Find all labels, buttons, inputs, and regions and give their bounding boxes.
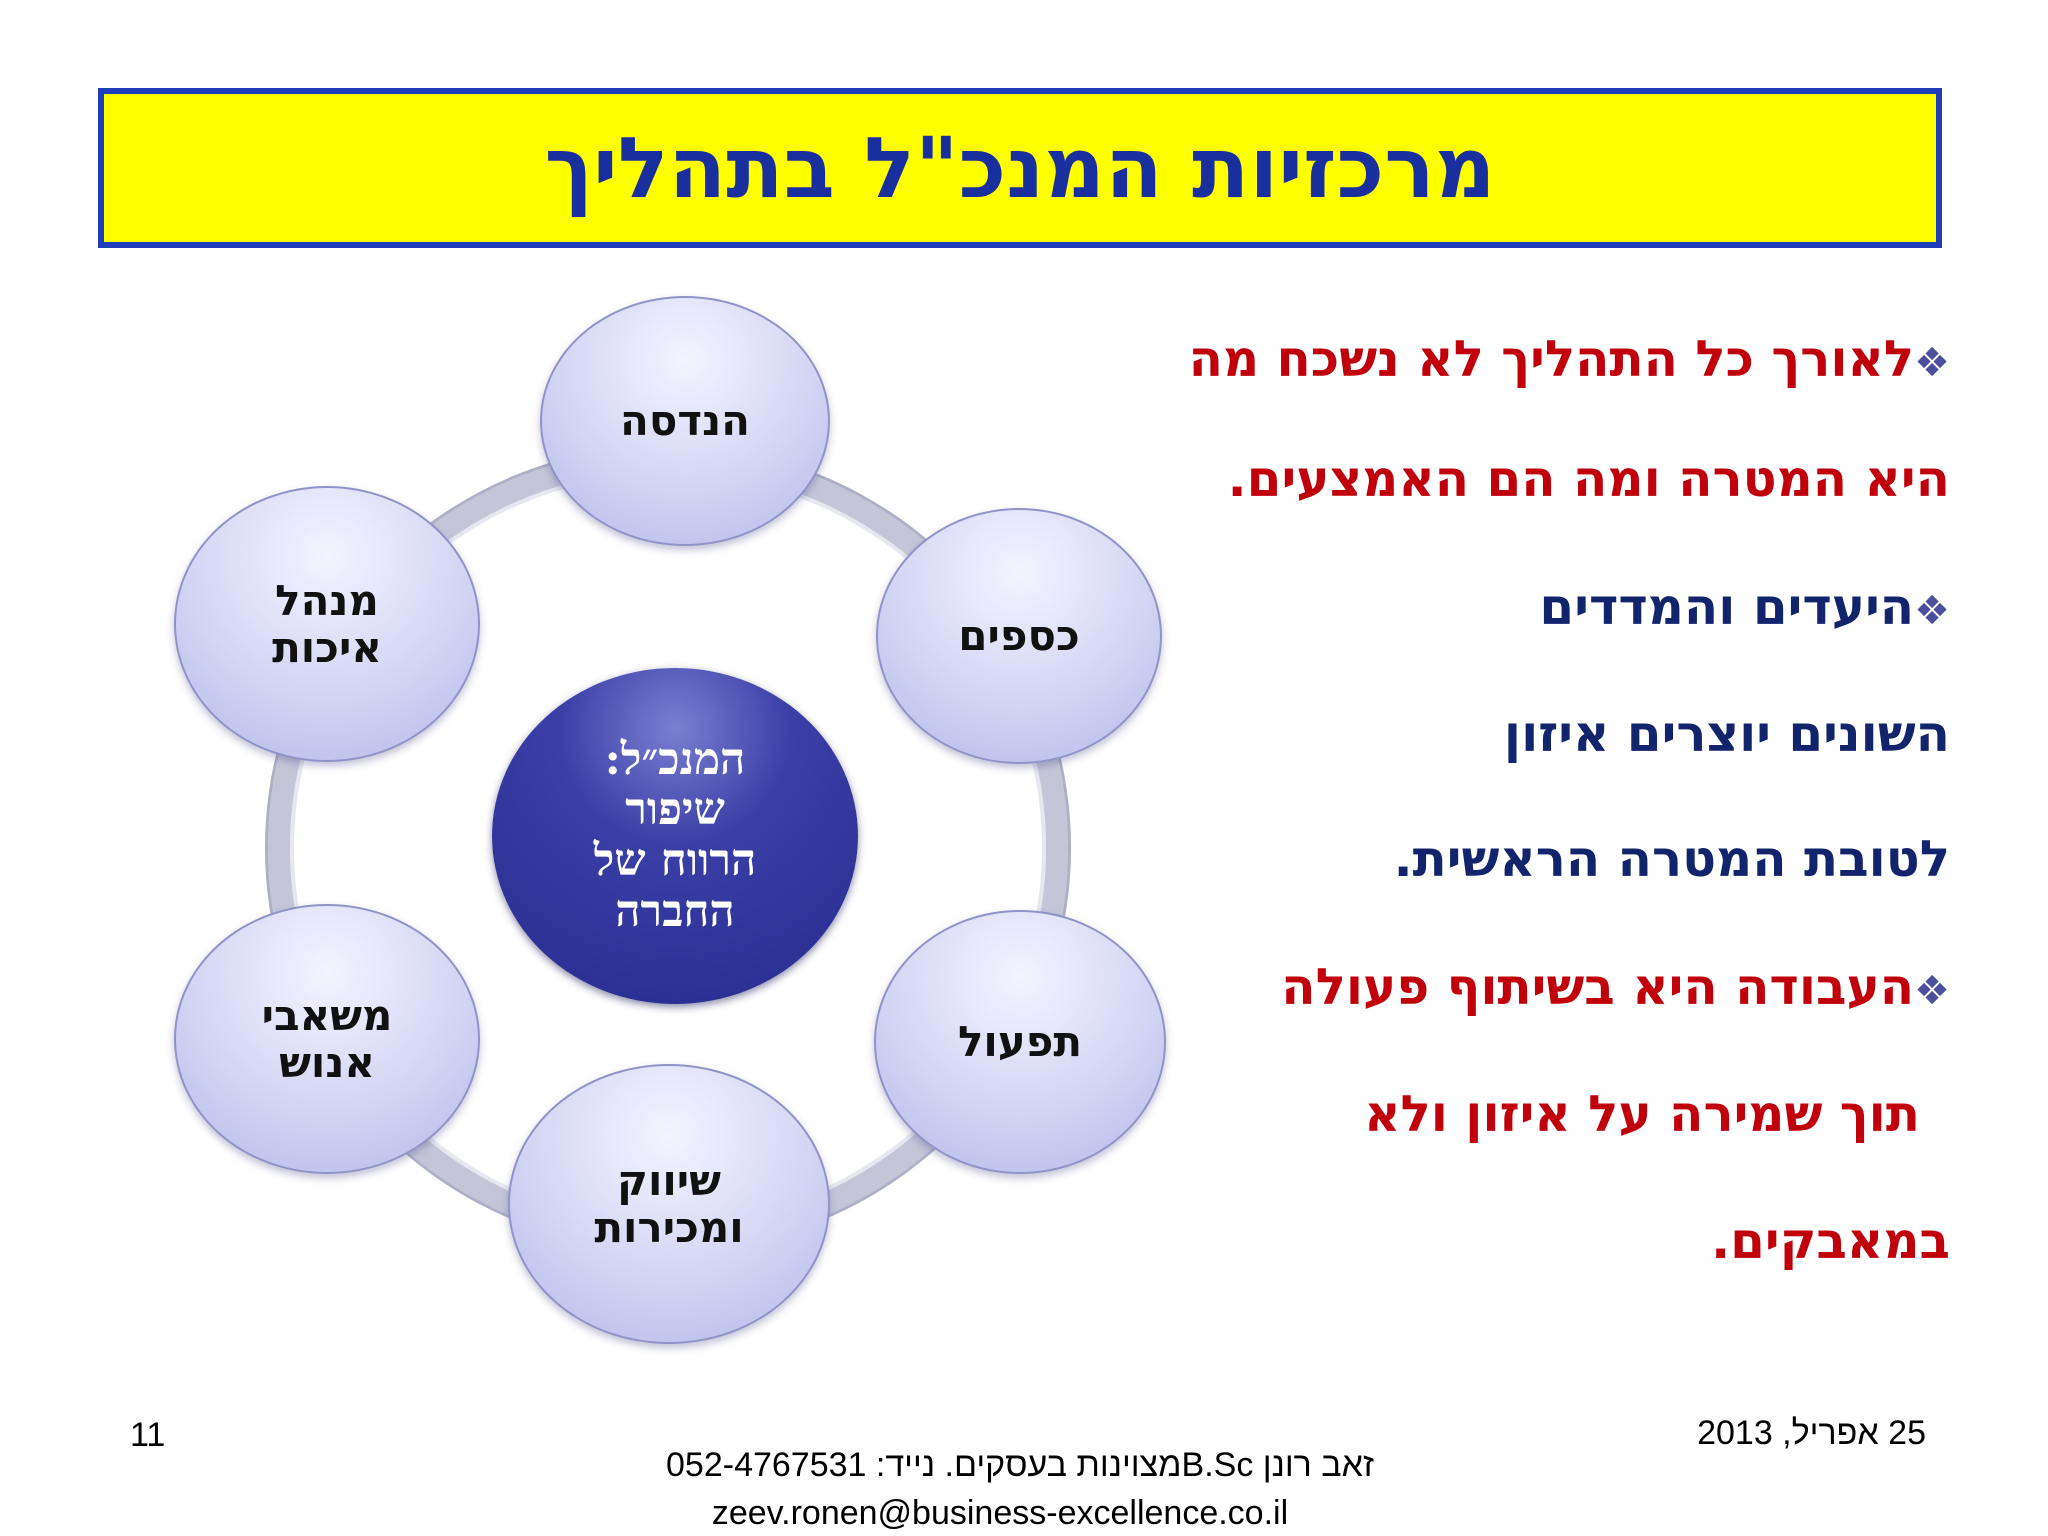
center-node-ceo: המנכ״ל: שיפור הרווח של החברה bbox=[492, 668, 858, 1004]
node-finance: כספים bbox=[876, 508, 1162, 764]
node-human-resources: משאבי אנוש bbox=[174, 904, 480, 1174]
node-finance-label: כספים bbox=[958, 611, 1080, 661]
node-operations: תפעול bbox=[874, 910, 1166, 1174]
diamond-bullet-icon: ❖ bbox=[1914, 340, 1950, 386]
node-engineering-label: הנדסה bbox=[620, 396, 750, 446]
node-marketing-sales: שיווק ומכירות bbox=[508, 1064, 830, 1344]
center-label-line2: שיפור bbox=[625, 784, 725, 836]
slide-number: 11 bbox=[130, 1416, 166, 1454]
bullet-line-2: היא המטרה ומה הם האמצעים. bbox=[1227, 450, 1950, 508]
author-line: זאב רונן B.Scמצוינות בעסקים. נייד: 052-4… bbox=[666, 1446, 1374, 1484]
bullet-line-8: במאבקים. bbox=[1711, 1212, 1950, 1270]
title-banner: מרכזיות המנכ"ל בתהליך bbox=[98, 88, 1942, 248]
node-quality-manager: מנהל איכות bbox=[174, 486, 480, 762]
node-engineering: הנדסה bbox=[540, 296, 830, 546]
author-email: zeev.ronen@business-excellence.co.il bbox=[711, 1494, 1289, 1532]
node-quality-label-line2: איכות bbox=[272, 623, 382, 672]
node-hr-label-line2: אנוש bbox=[279, 1038, 375, 1087]
slide-title: מרכזיות המנכ"ל בתהליך bbox=[544, 119, 1496, 217]
bullet-line-7: תוך שמירה על איזון ולא bbox=[1364, 1085, 1920, 1143]
bullet-line-4: השונים יוצרים איזון bbox=[1503, 705, 1950, 763]
diamond-bullet-icon: ❖ bbox=[1914, 968, 1950, 1014]
center-label-line3: הרווח של bbox=[593, 835, 757, 886]
bullet-line-6: ❖העבודה היא בשיתוף פעולה bbox=[1281, 958, 1950, 1016]
center-label-line1: המנכ״ל: bbox=[604, 733, 746, 785]
node-operations-label: תפעול bbox=[957, 1017, 1083, 1067]
node-hr-label-line1: משאבי bbox=[261, 990, 393, 1040]
ceo-centrality-diagram: הנדסה כספים תפעול שיווק ומכירות משאבי אנ… bbox=[160, 280, 1180, 1360]
bullet-line-3: ❖היעדים והמדדים bbox=[1539, 578, 1950, 636]
bullet-text-block: ❖לאורך כל התהליך לא נשכח מה היא המטרה ומ… bbox=[1100, 300, 1950, 1300]
node-marketing-label-line1: שיווק bbox=[617, 1155, 721, 1205]
diamond-bullet-icon: ❖ bbox=[1914, 588, 1950, 634]
node-quality-label-line1: מנהל bbox=[275, 575, 379, 625]
bullet-line-5: לטובת המטרה הראשית. bbox=[1393, 830, 1950, 888]
slide-date: 25 אפריל, 2013 bbox=[1697, 1414, 1926, 1452]
bullet-line-1: ❖לאורך כל התהליך לא נשכח מה bbox=[1188, 330, 1950, 388]
center-label-line4: החברה bbox=[615, 885, 735, 937]
node-marketing-label-line2: ומכירות bbox=[594, 1203, 744, 1252]
